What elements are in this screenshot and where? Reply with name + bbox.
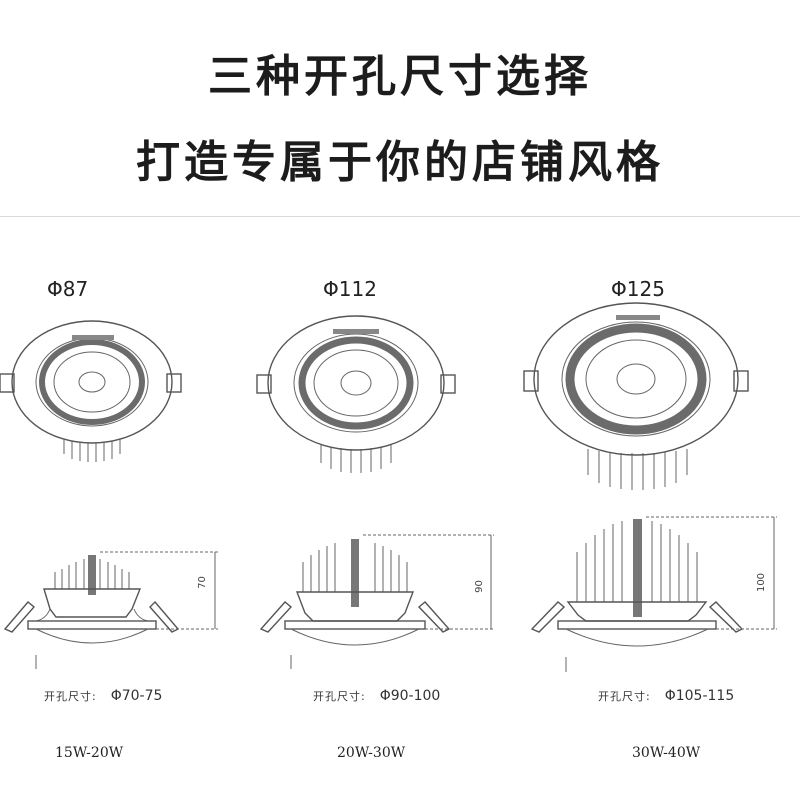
downlight-top-view-icon <box>523 302 749 490</box>
divider <box>0 216 800 217</box>
header: 三种开孔尺寸选择 打造专属于你的店铺风格 <box>0 0 800 216</box>
wattage: 20W-30W <box>337 745 406 761</box>
headline-2: 打造专属于你的店铺风格 <box>136 137 664 188</box>
diameter-label: Φ125 <box>611 277 665 301</box>
cutout-size: 开孔尺寸: Φ105-115 <box>598 688 734 704</box>
cutout-value: Φ70-75 <box>110 688 163 704</box>
wattage: 15W-20W <box>55 745 124 761</box>
diameter-label: Φ112 <box>323 277 377 301</box>
downlight-side-view-icon <box>530 516 777 672</box>
downlight-top-view-icon <box>256 315 456 473</box>
downlight-side-view-icon <box>259 534 494 669</box>
wattage: 30W-40W <box>632 745 701 761</box>
product-112: Φ112 90 开孔尺寸: Φ90-100 20W-30W <box>255 217 521 800</box>
height-label: 70 <box>196 576 208 589</box>
cutout-label: 开孔尺寸: <box>44 690 97 703</box>
height-label: 90 <box>473 580 485 593</box>
cutout-value: Φ105-115 <box>664 688 735 704</box>
downlight-top-view-icon <box>0 320 182 462</box>
cutout-size: 开孔尺寸: Φ90-100 <box>313 688 440 704</box>
cutout-value: Φ90-100 <box>379 688 441 704</box>
cutout-label: 开孔尺寸: <box>598 690 651 703</box>
cutout-label: 开孔尺寸: <box>313 690 366 703</box>
product-125: Φ125 100 开孔尺寸: Φ105-115 30W-40W <box>522 217 788 800</box>
height-label: 100 <box>756 572 768 593</box>
diameter-label: Φ87 <box>47 277 89 301</box>
headline-1: 三种开孔尺寸选择 <box>208 51 592 102</box>
product-87: Φ87 70 开孔尺寸: Φ70-75 15W-20W <box>0 217 266 800</box>
cutout-size: 开孔尺寸: Φ70-75 <box>44 688 162 704</box>
downlight-side-view-icon <box>3 551 218 669</box>
